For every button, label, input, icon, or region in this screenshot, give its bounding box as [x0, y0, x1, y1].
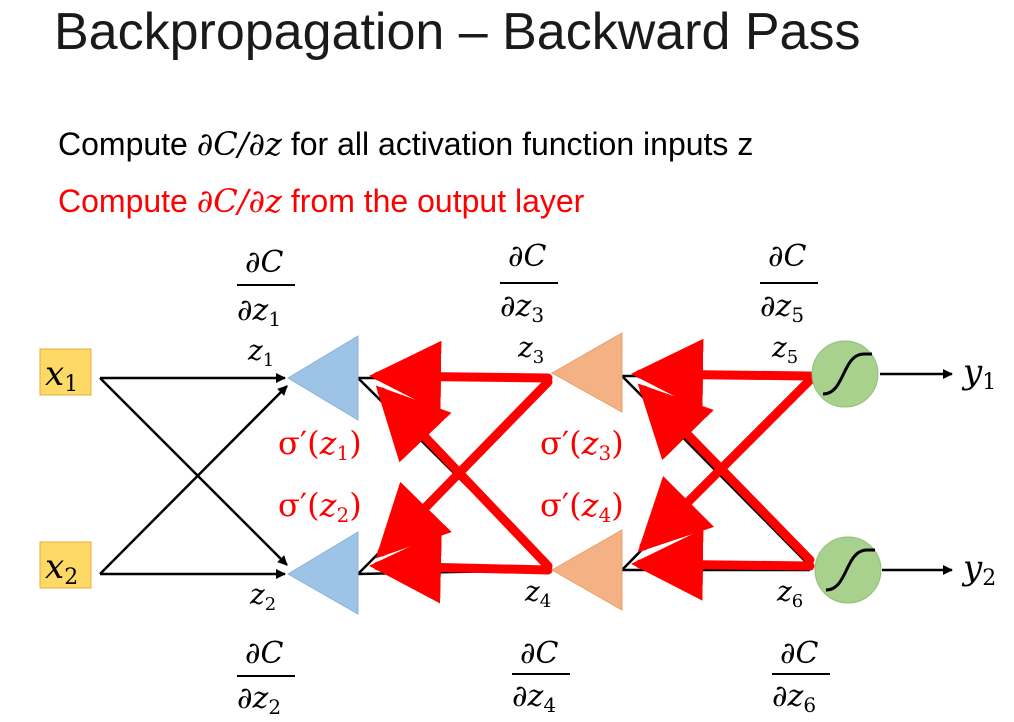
z-labels: z1 z2 z3 z4 z5 z6: [247, 331, 803, 615]
slide-title: Backpropagation – Backward Pass: [54, 3, 861, 61]
z-label-6: z6: [776, 575, 803, 612]
input-var: x: [45, 547, 64, 587]
text-line-from-output: Compute ∂C/∂z from the output layer: [58, 182, 584, 220]
svg-text:∂z1: ∂z1: [237, 293, 281, 331]
svg-text:∂z3: ∂z3: [500, 289, 544, 327]
line2-prefix: Compute: [58, 183, 197, 219]
back-z6-z3: [637, 383, 815, 565]
z-label-1: z1: [247, 334, 274, 371]
sigmoid-icon: [825, 548, 875, 592]
gradient-dz2: ∂C ∂z2: [237, 636, 295, 719]
back-z5-z3: [631, 338, 815, 411]
sigma-prime-z1: σ′(z1): [278, 424, 362, 465]
input-sub: 1: [64, 372, 78, 397]
svg-text:x1: x1: [45, 354, 78, 397]
sigma-prime-z4: σ′(z4): [540, 486, 624, 527]
text-line-compute-all: Compute ∂C/∂z for all activation functio…: [58, 125, 753, 163]
neuron-z1-triangle: [287, 335, 359, 421]
z-label-3: z3: [517, 331, 544, 368]
input-x1: x1: [39, 348, 92, 397]
line1-prefix: Compute: [58, 126, 197, 162]
sigma-prime-z3: σ′(z3): [540, 424, 624, 465]
line1-math: ∂C/∂z: [196, 125, 282, 163]
sigma-prime-labels: σ′(z1) σ′(z2) σ′(z3) σ′(z4): [278, 424, 624, 527]
input-var: x: [45, 354, 64, 394]
gradient-dz4: ∂C ∂z4: [512, 636, 570, 717]
back-z4-z2: [369, 531, 553, 604]
line1-suffix: for all activation function inputs z: [281, 126, 754, 162]
back-z4-z1: [375, 385, 553, 571]
svg-text:∂C: ∂C: [508, 239, 547, 274]
z-label-2: z2: [249, 578, 276, 615]
input-box: [39, 541, 92, 589]
back-z3-z2: [375, 377, 553, 559]
edge-x2-z1: [99, 385, 288, 575]
gradient-dz6: ∂C ∂z6: [772, 636, 830, 717]
input-x2: x2: [39, 541, 92, 590]
svg-text:∂z4: ∂z4: [512, 679, 556, 717]
neuron-z4-triangle: [550, 529, 623, 611]
neuron-z3-triangle: [550, 332, 623, 413]
svg-text:∂z2: ∂z2: [237, 681, 281, 719]
gradient-dz5: ∂C ∂z5: [760, 239, 818, 327]
svg-text:∂C: ∂C: [780, 636, 819, 671]
svg-text:∂C: ∂C: [245, 636, 284, 671]
back-z5-z4: [637, 375, 815, 553]
input-sub: 2: [64, 565, 78, 590]
gradient-dz1: ∂C ∂z1: [237, 245, 295, 331]
output-label-y2: y2: [961, 548, 996, 591]
edge-x1-z2: [99, 377, 288, 566]
svg-text:∂z5: ∂z5: [760, 289, 804, 327]
output-label-y1: y1: [961, 352, 996, 395]
gradient-dz3: ∂C ∂z3: [500, 239, 558, 327]
line2-suffix: from the output layer: [281, 183, 585, 219]
svg-text:∂C: ∂C: [520, 636, 559, 671]
neuron-z2-triangle: [287, 531, 359, 615]
line2-math: ∂C/∂z: [196, 182, 282, 220]
output-neuron-z5: [811, 340, 879, 408]
z-label-4: z4: [524, 575, 551, 612]
back-z3-z1: [369, 340, 553, 413]
output-neuron-z6: [814, 536, 882, 604]
svg-text:∂C: ∂C: [245, 245, 284, 280]
svg-text:∂C: ∂C: [768, 239, 807, 274]
input-box: [39, 348, 92, 396]
svg-text:∂z6: ∂z6: [772, 679, 816, 717]
backward-arrows: [369, 338, 815, 604]
sigma-prime-z2: σ′(z2): [278, 486, 362, 527]
back-z6-z4: [631, 528, 815, 601]
gradient-labels: ∂C ∂z1 ∂C ∂z2 ∂C ∂z3 ∂C ∂z4 ∂C: [237, 239, 830, 719]
z-label-5: z5: [771, 331, 798, 368]
svg-text:x2: x2: [45, 547, 78, 590]
sigmoid-icon: [822, 352, 872, 396]
